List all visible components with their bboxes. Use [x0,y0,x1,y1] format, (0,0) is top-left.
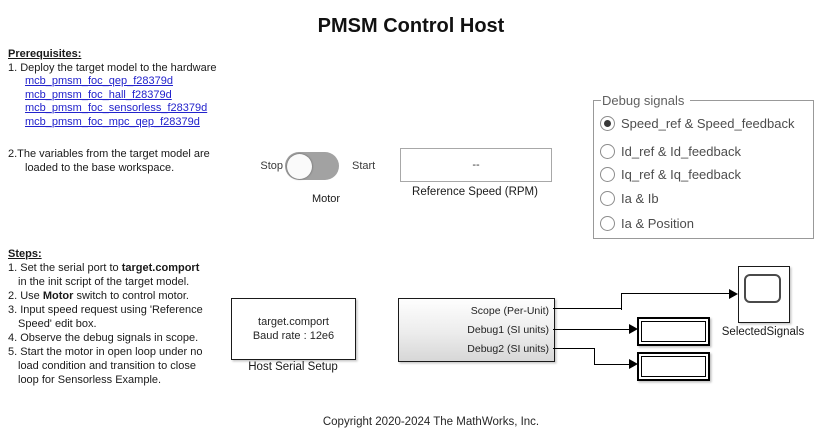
radio-id-ref[interactable]: Id_ref & Id_feedback [600,143,741,159]
link-mcb-pmsm-foc-mpc-qep[interactable]: mcb_pmsm_foc_mpc_qep_f28379d [25,115,200,128]
link-mcb-pmsm-foc-qep[interactable]: mcb_pmsm_foc_qep_f28379d [25,75,173,87]
debug-signals-group: Debug signals Speed_ref & Speed_feedback… [593,93,814,239]
spacer [8,129,217,148]
radio-ia-ib[interactable]: Ia & Ib [600,191,659,207]
comms-block[interactable]: Scope (Per-Unit) Debug1 (SI units) Debug… [398,298,555,362]
serial-baudrate-text: Baud rate : 12e6 [252,330,335,342]
steps-line: Speed' edit box. [18,318,97,330]
selected-signals-label: SelectedSignals [721,326,805,338]
steps-note: Steps: 1. Set the serial port to target.… [8,247,203,387]
selected-signals-scope-block[interactable] [738,266,790,323]
prerequisites-heading: Prerequisites: [8,48,82,60]
radio-icon [600,191,615,206]
switch-stop-label: Stop [260,160,283,172]
wire-debug2-seg2 [594,347,596,365]
debug2-display-block[interactable] [637,352,710,381]
radio-icon [600,216,615,231]
steps-line: 3. Input speed request using 'Reference [8,304,203,316]
page-title: PMSM Control Host [317,15,505,37]
switch-start-label: Start [352,160,376,172]
link-mcb-pmsm-foc-hall[interactable]: mcb_pmsm_foc_hall_f28379d [25,88,172,101]
host-serial-setup-block[interactable]: target.comport Baud rate : 12e6 [231,298,356,360]
display-inner-frame [641,356,706,377]
steps-heading: Steps: [8,248,42,260]
motor-switch-caption: Motor [311,193,341,205]
steps-line: 2. Use Motor switch to control motor. [8,290,189,302]
wire-arrowhead [729,288,738,299]
port-debug2: Debug2 (SI units) [467,343,549,355]
port-debug1: Debug1 (SI units) [467,324,549,336]
wire-scope-seg3 [620,293,731,295]
steps-line: 1. Set the serial port to target.comport [8,262,200,274]
motor-switch-knob[interactable] [286,153,312,179]
radio-ia-position[interactable]: Ia & Position [600,216,694,232]
wire-scope-seg1 [553,308,622,310]
reference-speed-label: Reference Speed (RPM) [412,186,538,198]
display-inner-frame [641,321,706,342]
steps-line: loop for Sensorless Example. [18,374,162,386]
host-serial-setup-label: Host Serial Setup [248,361,338,373]
debug1-display-block[interactable] [637,317,710,346]
prerequisites-item2-line2: loaded to the base workspace. [25,161,175,174]
wire-arrowhead [629,324,638,334]
prerequisites-note: Prerequisites: 1. Deploy the target mode… [8,48,217,175]
wire-scope-seg2 [620,293,622,310]
prerequisites-item2-line1: 2.The variables from the target model ar… [8,148,210,160]
motor-switch[interactable] [285,152,339,180]
scope-screen-icon [744,274,781,303]
wire-arrowhead [629,359,638,370]
steps-line: 5. Start the motor in open loop under no [8,346,203,358]
copyright-text: Copyright 2020-2024 The MathWorks, Inc. [322,416,540,428]
wire-debug1 [553,328,630,330]
wire-debug2-seg1 [553,347,595,349]
radio-icon [600,115,615,131]
port-scope-per-unit: Scope (Per-Unit) [470,305,549,317]
steps-line: in the init script of the target model. [18,276,190,288]
reference-speed-input[interactable]: -- [400,148,552,182]
radio-icon [600,167,615,182]
wire-debug2-seg3 [594,363,630,365]
prerequisites-item1: 1. Deploy the target model to the hardwa… [8,61,217,74]
steps-line: 4. Observe the debug signals in scope. [8,332,199,344]
serial-comport-text: target.comport [258,316,329,328]
debug-signals-legend: Debug signals [601,93,691,108]
steps-line: load condition and transition to close [18,360,196,372]
link-mcb-pmsm-foc-sensorless[interactable]: mcb_pmsm_foc_sensorless_f28379d [25,102,208,114]
radio-icon [600,143,615,159]
radio-speed-ref[interactable]: Speed_ref & Speed_feedback [600,115,794,131]
radio-iq-ref[interactable]: Iq_ref & Iq_feedback [600,167,741,183]
